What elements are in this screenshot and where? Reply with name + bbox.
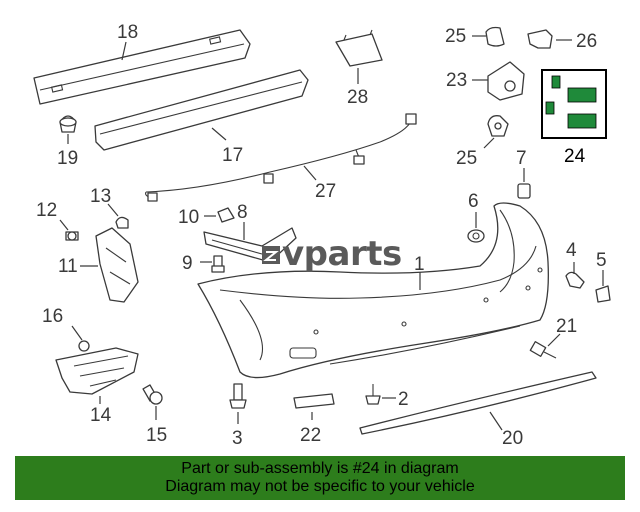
- part-12-bolt: [65, 231, 79, 241]
- callout-2[interactable]: 2: [398, 389, 409, 410]
- callout-3[interactable]: 3: [232, 428, 243, 449]
- part-9-bolt: [211, 255, 225, 273]
- part-26-bracket: [527, 29, 553, 49]
- part-5-cap: [595, 285, 611, 303]
- part-13-clip: [115, 216, 129, 229]
- part-18-reinforcement: [33, 29, 251, 105]
- callout-1[interactable]: 1: [414, 254, 425, 275]
- part-25-cap: [485, 26, 505, 47]
- callout-5[interactable]: 5: [596, 250, 607, 271]
- callout-8[interactable]: 8: [237, 202, 248, 223]
- part-14-retainer: [55, 347, 139, 395]
- callout-28[interactable]: 28: [347, 87, 368, 108]
- callout-9[interactable]: 9: [182, 253, 193, 274]
- callout-18[interactable]: 18: [117, 22, 138, 43]
- banner-line-2: Diagram may not be specific to your vehi…: [165, 478, 475, 495]
- callout-15[interactable]: 15: [146, 425, 167, 446]
- callout-14[interactable]: 14: [90, 405, 112, 426]
- callout-22[interactable]: 22: [300, 425, 321, 446]
- callout-20[interactable]: 20: [502, 428, 523, 449]
- callout-17[interactable]: 17: [222, 145, 243, 166]
- callout-10[interactable]: 10: [178, 207, 199, 228]
- callout-24[interactable]: 24: [564, 146, 586, 167]
- part-6-grommet: [467, 229, 485, 243]
- callout-11[interactable]: 11: [58, 256, 78, 277]
- part-16-screw: [78, 340, 90, 352]
- part-2-fastener: [365, 384, 381, 405]
- callout-7[interactable]: 7: [516, 148, 527, 169]
- part-11-bracket: [95, 227, 139, 303]
- part-20-molding: [359, 371, 597, 435]
- callout-19[interactable]: 19: [57, 148, 78, 169]
- part-23-sensor-bracket: [487, 61, 525, 101]
- part-28-module: [335, 29, 383, 67]
- part-19-retainer: [59, 115, 77, 133]
- part-25-sensor: [487, 115, 509, 137]
- part-10-clip: [217, 207, 235, 223]
- callout-13[interactable]: 13: [90, 186, 111, 207]
- part-22-reflector: [293, 393, 335, 409]
- logo-text: vparts: [282, 234, 402, 274]
- parts-diagram: 18 17 19 28 27 25 26 23: [33, 22, 611, 449]
- part-24-highlighted[interactable]: [541, 69, 607, 139]
- callout-27[interactable]: 27: [315, 181, 336, 202]
- callout-12[interactable]: 12: [36, 200, 57, 221]
- part-27-wire-harness: [145, 113, 417, 202]
- callout-25-lower[interactable]: 25: [456, 148, 477, 169]
- callout-16[interactable]: 16: [42, 306, 63, 327]
- part-21-screw: [529, 341, 557, 359]
- callout-4[interactable]: 4: [566, 240, 577, 261]
- part-15-bolt: [142, 384, 163, 405]
- vparts-logo-watermark: vparts: [262, 234, 402, 274]
- callout-21[interactable]: 21: [556, 316, 577, 337]
- info-banner: Part or sub-assembly is #24 in diagram D…: [15, 456, 625, 500]
- callout-6[interactable]: 6: [468, 191, 479, 212]
- part-4-bracket: [565, 271, 585, 289]
- part-17-absorber: [94, 69, 309, 151]
- part-7-clip: [517, 183, 531, 199]
- callout-25-top[interactable]: 25: [445, 26, 466, 47]
- part-3-bolt: [229, 383, 247, 409]
- callout-26[interactable]: 26: [576, 31, 597, 52]
- part-1-bumper-cover: [197, 202, 549, 379]
- banner-line-1: Part or sub-assembly is #24 in diagram: [181, 460, 459, 477]
- callout-23[interactable]: 23: [446, 70, 467, 91]
